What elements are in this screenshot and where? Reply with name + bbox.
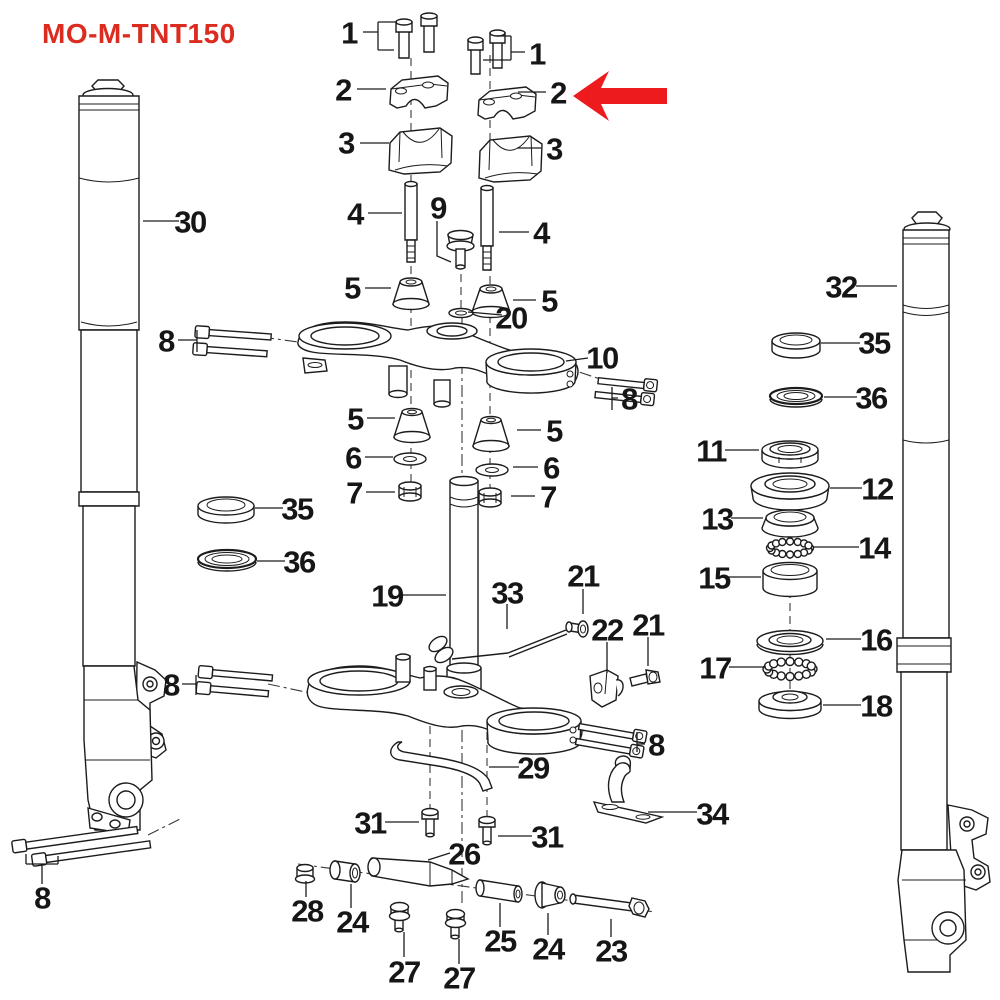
fork-lock-barrel [367,857,470,887]
steering-stem [446,475,482,693]
part-label-33: 33 [491,575,524,611]
ball-bearing-ring-17 [762,656,818,682]
part-label-21-bolt: 21 [632,607,665,643]
riser-studs [404,180,494,271]
part-label-16: 16 [860,622,893,658]
part-label-7-right: 7 [540,479,557,515]
part-label-32: 32 [825,269,858,305]
part-label-1-right: 1 [529,36,546,72]
left-seal-rings [196,496,258,572]
part-label-18: 18 [860,688,893,724]
part-label-8-upper-left: 8 [158,323,175,359]
part-label-15: 15 [698,560,731,596]
part-label-2-left: 2 [335,72,352,108]
part-label-2-right: 2 [550,75,567,111]
part-label-6-right: 6 [543,450,560,486]
ball-bearing-ring-14 [765,537,815,559]
handlebar-risers [388,127,543,183]
steering-bearing-stack [750,440,830,720]
leader-lines [25,21,897,964]
upper-rubber-cones [392,277,511,319]
part-label-7-left: 7 [346,475,363,511]
part-label-1-left: 1 [341,15,358,51]
part-label-30: 30 [174,204,207,240]
part-label-19: 19 [371,578,404,614]
part-label-26: 26 [448,836,481,872]
part-label-12: 12 [861,471,894,507]
stop-pin-and-clip [428,620,589,664]
part-label-31-left: 31 [354,805,387,841]
part-label-3-right: 3 [546,131,563,167]
part-label-35-right: 35 [858,325,891,361]
part-label-35-left: 35 [281,491,314,527]
part-label-5-lower-left: 5 [347,401,364,437]
part-label-31-right: 31 [531,819,564,855]
part-label-5-upper-right: 5 [541,283,558,319]
part-label-20: 20 [495,300,528,336]
right-seal-rings [768,332,824,408]
lower-triple-clamp [306,653,583,755]
handlebar-clamp-bolts [395,12,506,75]
part-label-11: 11 [696,433,727,469]
part-label-21-pin: 21 [567,558,600,594]
bottom-hardware [294,860,650,940]
part-label-8-lower-left: 8 [163,667,180,703]
upper-triple-clamp [297,321,579,408]
brake-hose-bracket [592,755,665,824]
part-label-36-left: 36 [283,544,316,580]
part-label-10: 10 [586,340,619,376]
upper-clamp-bolts [192,325,659,407]
left-fork-leg [78,79,167,835]
part-label-4-left: 4 [347,196,364,232]
part-label-27-right: 27 [443,960,476,996]
part-label-5-upper-left: 5 [344,270,361,306]
part-label-8-lower-right: 8 [648,727,665,763]
part-label-5-lower-right: 5 [546,413,563,449]
part-label-4-right: 4 [533,215,550,251]
handlebar-upper-clamps [389,75,537,120]
cable-guide-strap [390,741,493,792]
part-label-29: 29 [517,750,550,786]
part-label-13: 13 [701,501,734,537]
axle-pinch-bolts [11,825,152,867]
part-label-17: 17 [699,650,732,686]
part-label-23: 23 [595,933,628,969]
part-label-24-right: 24 [532,931,565,967]
stem-washer [448,307,474,319]
part-label-9: 9 [430,190,447,226]
part-label-24-left: 24 [336,904,369,940]
part-label-28: 28 [291,893,324,929]
part-label-25: 25 [484,923,517,959]
part-label-22: 22 [591,612,624,648]
lock-bracket-and-bolt [589,669,661,708]
part-label-34: 34 [696,796,729,832]
part-label-3-left: 3 [338,125,355,161]
lower-cones-washers-nuts [393,407,510,508]
part-label-8-upper-right: 8 [621,381,638,417]
red-arrow-annotation [573,71,667,121]
part-label-36-right: 36 [855,380,888,416]
diagram-title: MO-M-TNT150 [42,18,236,49]
right-fork-leg [896,211,991,973]
part-label-14: 14 [858,530,891,566]
part-label-27-left: 27 [388,954,421,990]
part-label-6-left: 6 [345,440,362,476]
flange-screws-31 [421,807,496,846]
part-label-8-bottom-left: 8 [34,880,51,916]
stem-bolt [446,229,475,270]
